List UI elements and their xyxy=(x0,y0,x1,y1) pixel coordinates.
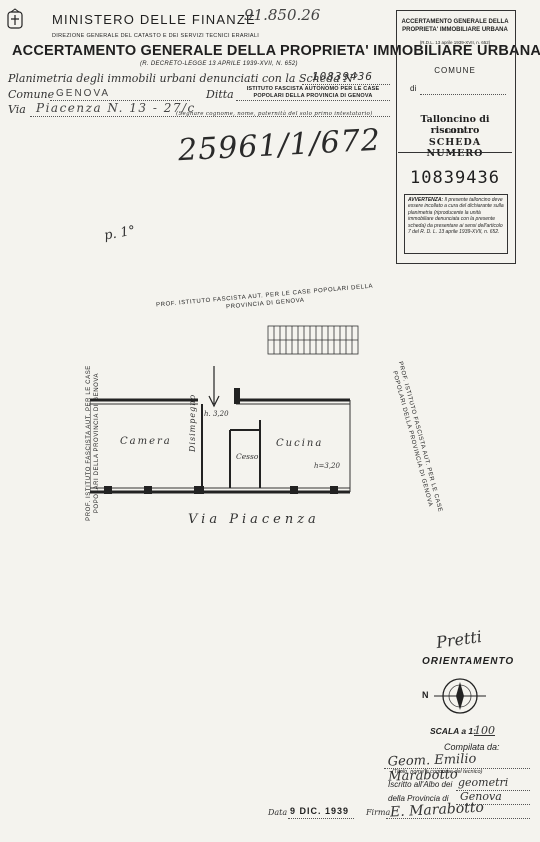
scala-value: 100 xyxy=(474,724,495,737)
window-marks xyxy=(104,388,338,494)
entrance-arrow-icon xyxy=(208,366,220,408)
handwritten-big-number: 25961/1/672 xyxy=(177,122,382,169)
avvertenza-text: AVVERTENZA: Il presente talloncino deve … xyxy=(408,197,504,235)
tagliando-box xyxy=(396,10,516,264)
comune-underline xyxy=(50,100,190,101)
ditta-stamp: ISTITUTO FASCISTA AUTONOMO PER LE CASE P… xyxy=(246,86,380,99)
box-scheda-label: SCHEDA NUMERO xyxy=(426,137,484,159)
ditta-label: Ditta xyxy=(206,88,234,101)
avvertenza-box xyxy=(404,194,508,254)
via-label: Via xyxy=(8,103,26,116)
box-di-label: di xyxy=(410,84,417,93)
comune-field: GENOVA xyxy=(56,88,111,99)
ditta-underline xyxy=(236,100,390,101)
box-divider xyxy=(398,152,512,153)
handwritten-number: 91.850.26 xyxy=(244,6,321,24)
stamp-top: PROF. ISTITUTO FASCISTA AUT. PER LE CASE… xyxy=(155,283,374,311)
iscritto-value: geometri xyxy=(458,776,509,789)
height-left: h. 3,20 xyxy=(204,410,229,418)
box-tagliando-title: Talloncino di riscontro xyxy=(420,114,490,136)
scala-label: SCALA a 1: xyxy=(430,726,476,736)
orientamento-signature: Pretti xyxy=(434,626,483,653)
provincia-underline xyxy=(456,804,530,805)
directorate-line: DIREZIONE GENERALE DEL CATASTO E DEI SER… xyxy=(52,33,260,39)
room-camera: Camera xyxy=(120,436,172,447)
north-label: N xyxy=(422,690,429,700)
document-title: ACCERTAMENTO GENERALE DELLA PROPRIETA' I… xyxy=(12,43,540,59)
data-stamp: 9 DIC. 1939 xyxy=(290,806,350,816)
via-field: Piacenza N. 13 - 27/c xyxy=(36,101,196,115)
box-comune-label: COMUNE xyxy=(434,66,476,75)
outer-walls xyxy=(90,398,350,494)
coat-of-arms-icon xyxy=(7,8,23,29)
floor-plan xyxy=(90,325,359,494)
north-arrow-icon xyxy=(434,678,486,714)
stamp-right: PROF. ISTITUTO FASCISTA AUT. PER LE CASE… xyxy=(391,360,443,513)
firma-label: Firma xyxy=(366,808,391,817)
compilata-label: Compilata da: xyxy=(444,742,500,752)
iscritto-underline xyxy=(456,790,530,791)
compilata-underline xyxy=(384,768,530,769)
data-underline xyxy=(288,818,354,819)
interior-walls xyxy=(201,404,261,488)
decree-line: (R. DECRETO-LEGGE 13 APRILE 1939-XVII, N… xyxy=(140,61,298,67)
provincia-label: della Provincia di xyxy=(388,794,449,803)
provincia-value: Genova xyxy=(460,790,502,803)
stairs xyxy=(267,325,359,355)
box-comune-underline xyxy=(420,94,506,95)
box-title: ACCERTAMENTO GENERALE DELLA PROPRIETA' I… xyxy=(401,19,509,33)
firma-underline xyxy=(386,818,530,819)
avvertenza-body: Il presente talloncino deve essere incol… xyxy=(408,197,504,236)
height-right: h=3,20 xyxy=(314,462,340,470)
orientamento-label: ORIENTAMENTO xyxy=(422,656,515,667)
box-della: DELLA xyxy=(444,129,466,135)
iscritto-label: Iscritto all'Albo dei xyxy=(388,780,453,789)
room-cesso: Cesso xyxy=(236,452,259,461)
room-disimpegno: Disimpegno xyxy=(188,393,197,452)
data-label: Data xyxy=(268,808,288,817)
box-scheda-number: 10839436 xyxy=(410,168,500,188)
street-label: Via Piacenza xyxy=(188,512,320,527)
via-underline xyxy=(30,116,390,117)
scheda-underline xyxy=(302,84,390,85)
room-cucina: Cucina xyxy=(276,438,324,449)
ministry-title: MINISTERO DELLE FINANZE xyxy=(52,12,256,27)
handwritten-page-mark: p. 1° xyxy=(102,223,137,244)
via-note: (Segnare cognome, nome, paternità del so… xyxy=(176,111,373,117)
planimetria-label: Planimetria degli immobili urbani denunc… xyxy=(8,72,359,85)
titolo-note: (Titolo, nome e cognome del tecnico) xyxy=(392,769,483,775)
scheda-field: 10839436 xyxy=(312,70,373,83)
avvertenza-title: AVVERTENZA: xyxy=(408,197,444,203)
comune-label: Comune xyxy=(8,88,55,101)
box-decree: (R.D.L. 13 aprile 1939-XVII, n. 652) xyxy=(419,40,491,45)
